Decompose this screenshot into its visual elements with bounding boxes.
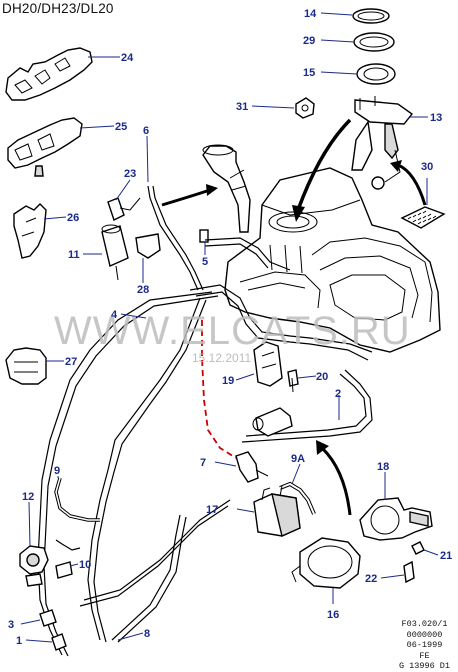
callout-9A[interactable]: 9A: [291, 453, 305, 465]
clip-21[interactable]: [411, 541, 425, 555]
clip-24[interactable]: [5, 47, 93, 101]
canister-17[interactable]: [253, 485, 301, 537]
valve-12[interactable]: [19, 545, 49, 587]
sealing-ring-29[interactable]: [353, 32, 395, 52]
filler-neck[interactable]: [202, 144, 251, 233]
reference-line: 0000000: [406, 629, 443, 640]
callout-9[interactable]: 9: [54, 465, 60, 477]
callout-28[interactable]: 28: [137, 284, 149, 296]
bolt-20[interactable]: [287, 369, 299, 393]
callout-13[interactable]: 13: [430, 112, 442, 124]
reference-line: 06-1999: [406, 640, 443, 650]
fuel-tank[interactable]: [224, 167, 441, 353]
clip-1[interactable]: [51, 633, 67, 651]
fuel-lines: [37, 185, 373, 657]
reference-line: F03.020/1: [401, 619, 448, 629]
reference-line: FE: [419, 650, 430, 661]
callout-15[interactable]: 15: [303, 67, 315, 79]
hose-9A[interactable]: [279, 481, 316, 515]
callout-6[interactable]: 6: [143, 125, 149, 137]
callout-14[interactable]: 14: [304, 8, 317, 20]
reference-block: F03.020/1 0000000 06-1999 FE G 13996 D1: [399, 619, 450, 672]
callout-5[interactable]: 5: [202, 256, 208, 268]
callout-20[interactable]: 20: [316, 371, 328, 383]
callout-21[interactable]: 21: [440, 550, 452, 562]
callout-23[interactable]: 23: [124, 168, 136, 180]
clip-10[interactable]: [55, 561, 73, 579]
sealing-ring-14[interactable]: [352, 8, 390, 24]
callout-22[interactable]: 22: [365, 573, 377, 585]
callout-12[interactable]: 12: [22, 491, 34, 503]
fitting-7[interactable]: [235, 451, 269, 483]
diagram-title: DH20/DH23/DL20: [2, 1, 114, 16]
callout-29[interactable]: 29: [303, 35, 315, 47]
callout-25[interactable]: 25: [115, 121, 127, 133]
callout-18[interactable]: 18: [377, 461, 389, 473]
callout-2[interactable]: 2: [335, 388, 341, 400]
holder-23[interactable]: [107, 197, 141, 221]
fuel-pump-sender-13[interactable]: [351, 96, 414, 190]
callout-26[interactable]: 26: [67, 212, 79, 224]
callout-1[interactable]: 1: [16, 635, 22, 647]
bracket-19[interactable]: [253, 341, 283, 387]
fuel-filter-11[interactable]: [101, 224, 129, 281]
callout-24[interactable]: 24: [121, 52, 134, 64]
callout-10[interactable]: 10: [79, 559, 91, 571]
highlighted-line-7: [201, 320, 237, 459]
callout-3[interactable]: 3: [8, 619, 14, 631]
nut-31[interactable]: [295, 97, 315, 119]
sealing-ring-15[interactable]: [356, 63, 396, 85]
clip-26[interactable]: [13, 203, 47, 259]
clip-27[interactable]: [5, 347, 47, 385]
leader-lines: [20, 12, 439, 643]
bracket-18[interactable]: [359, 497, 433, 541]
reference-line: G 13996 D1: [398, 661, 450, 671]
assembly-arrows: [161, 118, 427, 516]
clip-5[interactable]: [199, 229, 209, 243]
filter-16[interactable]: [291, 537, 361, 589]
clip-3[interactable]: [39, 609, 57, 627]
callout-11[interactable]: 11: [68, 249, 80, 261]
callout-17[interactable]: 17: [206, 504, 218, 516]
callouts: 14 29 15 24 25 6 31 13 23 30 26 11 5 28 …: [8, 8, 452, 647]
watermark: WWW.ELCATS.RU: [54, 309, 411, 353]
callout-8[interactable]: 8: [144, 628, 150, 640]
clip-25[interactable]: [7, 117, 83, 177]
line-9[interactable]: [54, 477, 100, 551]
callout-16[interactable]: 16: [327, 609, 339, 621]
pump-2[interactable]: [252, 407, 293, 437]
watermark-date: 15.12.2011: [192, 351, 252, 365]
callout-7[interactable]: 7: [200, 457, 206, 469]
callout-30[interactable]: 30: [421, 161, 433, 173]
callout-31[interactable]: 31: [236, 101, 248, 113]
callout-4[interactable]: 4: [111, 309, 118, 321]
connector-pad-30[interactable]: [400, 206, 446, 229]
bolt-22[interactable]: [403, 560, 415, 584]
bracket-28[interactable]: [135, 233, 161, 259]
callout-19[interactable]: 19: [222, 375, 234, 387]
callout-27[interactable]: 27: [65, 356, 77, 368]
